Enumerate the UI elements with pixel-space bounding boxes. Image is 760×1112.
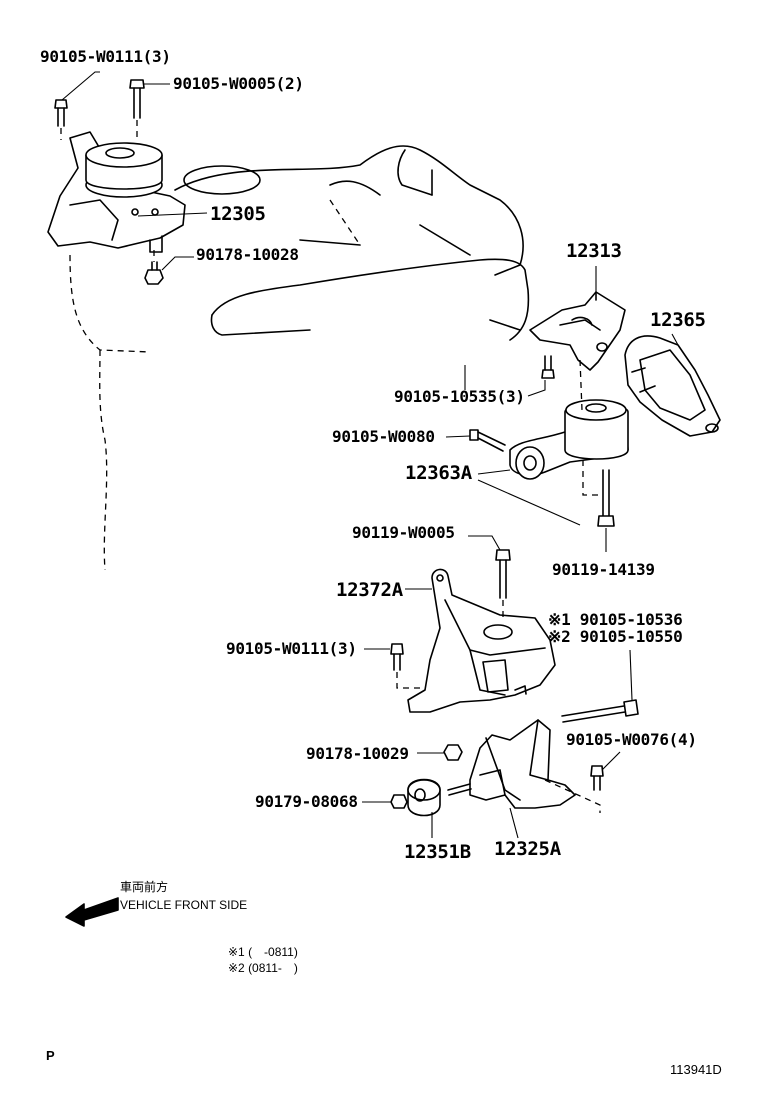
bracket-12325A	[469, 719, 601, 813]
part-label-90105-W0111-top[interactable]: 90105-W0111(3)	[40, 47, 171, 66]
bracket-12372A	[407, 568, 556, 713]
part-label-12363A[interactable]: 12363A	[405, 462, 472, 484]
part-label-90105-W0005[interactable]: 90105-W0005(2)	[173, 74, 304, 93]
front-label-jp: 車両前方	[120, 880, 169, 894]
part-label-90105-10535[interactable]: 90105-10535(3)	[394, 387, 525, 406]
bolt-90105-W0080	[469, 429, 506, 452]
bolt-stud-12325A	[447, 783, 472, 796]
part-label-90105-W0111-mid[interactable]: 90105-W0111(3)	[226, 639, 357, 658]
nut-90179-08068	[390, 794, 408, 809]
diagram-code: 113941D	[670, 1062, 722, 1077]
part-label-12351B[interactable]: 12351B	[404, 841, 471, 863]
engine-block-outline	[69, 145, 530, 571]
part-label-90178-10029[interactable]: 90178-10029	[306, 744, 409, 763]
bolt-90105-10535	[541, 355, 555, 379]
torque-rod-12363A	[509, 359, 629, 496]
bushing-12351B	[407, 778, 441, 817]
leader-lines	[61, 71, 679, 839]
nut-90178-10028	[144, 250, 164, 285]
part-label-12365[interactable]: 12365	[650, 309, 706, 331]
bolt-90119-14139	[597, 469, 615, 527]
bolt-90119-W0005	[495, 549, 511, 622]
nut-90178-10029	[443, 744, 463, 761]
footer-mark: P	[46, 1048, 55, 1063]
front-direction-arrow	[65, 897, 119, 927]
engine-mount-12305	[47, 131, 186, 253]
part-label-90119-W0005[interactable]: 90119-W0005	[352, 523, 455, 542]
bolt-90105-W0111-top	[54, 99, 68, 140]
bolt-90105-10536	[561, 699, 639, 723]
footnote-2: ※2 (0811- )	[228, 961, 298, 975]
bolt-90105-W0111-mid	[390, 643, 425, 689]
bracket-12313	[529, 291, 626, 371]
part-label-12313[interactable]: 12313	[566, 240, 622, 262]
cover-12365	[624, 335, 721, 437]
bolt-90105-W0005	[129, 79, 145, 140]
part-label-90105-W0080[interactable]: 90105-W0080	[332, 427, 435, 446]
bolt-90105-W0076	[590, 765, 604, 791]
part-label-12372A[interactable]: 12372A	[336, 579, 403, 601]
part-label-90178-10028[interactable]: 90178-10028	[196, 245, 299, 264]
footnote-1: ※1 ( -0811)	[228, 945, 298, 959]
part-label-12305[interactable]: 12305	[210, 203, 266, 225]
part-label-90105-10536[interactable]: ※1 90105-10536	[548, 610, 683, 629]
front-label-en: VEHICLE FRONT SIDE	[120, 898, 248, 912]
part-label-90105-W0076[interactable]: 90105-W0076(4)	[566, 730, 697, 749]
part-label-90105-10550[interactable]: ※2 90105-10550	[548, 627, 683, 646]
part-label-12325A[interactable]: 12325A	[494, 838, 561, 860]
part-label-90119-14139[interactable]: 90119-14139	[552, 560, 655, 579]
part-label-90179-08068[interactable]: 90179-08068	[255, 792, 358, 811]
